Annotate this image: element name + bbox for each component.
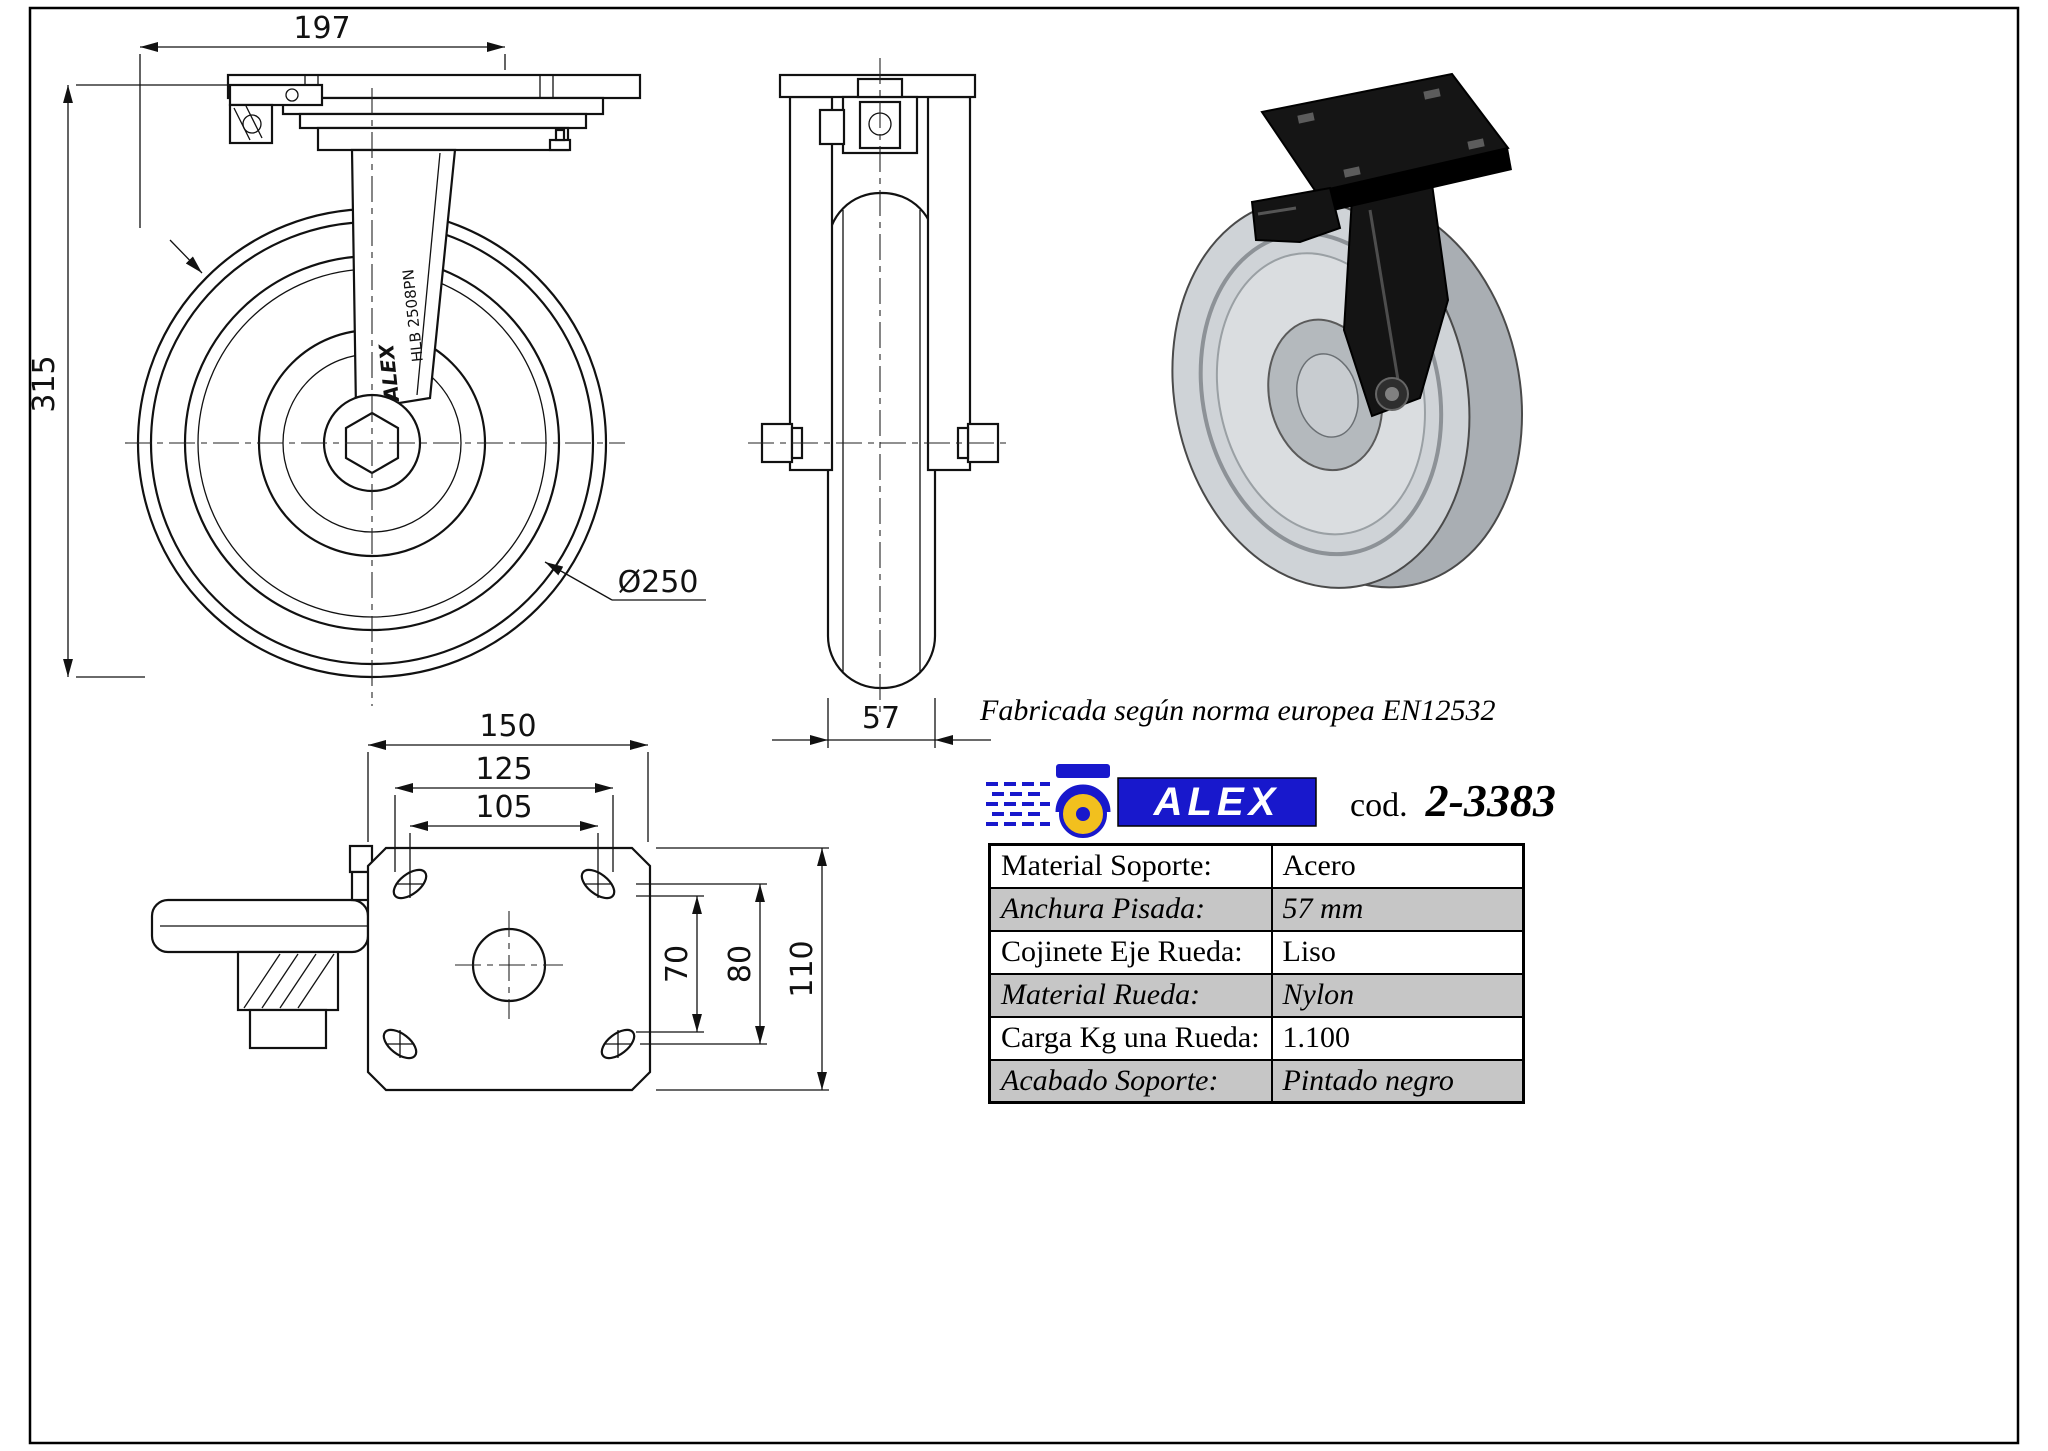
plate-view <box>150 844 652 1092</box>
spec-value: Pintado negro <box>1270 1058 1525 1104</box>
sheet-border <box>28 6 2020 1445</box>
spec-label: Acabado Soporte: <box>988 1058 1273 1104</box>
spec-value: Nylon <box>1270 972 1525 1018</box>
brand-logo: ALEX <box>984 758 1334 844</box>
dim-plate-height: 110 <box>785 940 820 997</box>
logo-brand-text: ALEX <box>1153 780 1281 824</box>
dim-overall-width: 197 <box>293 11 350 46</box>
dim-bolt-span-inner: 105 <box>475 790 532 825</box>
spec-label: Anchura Pisada: <box>988 886 1273 932</box>
dim-overall-height: 315 <box>27 355 62 412</box>
spec-row: Material Soporte:Acero <box>988 843 1525 889</box>
plate-view-dimensions: 150 125 105 70 80 110 <box>367 709 829 1091</box>
front-view-dimensions: 197 315 Ø250 <box>27 11 706 678</box>
spec-label: Cojinete Eje Rueda: <box>988 929 1273 975</box>
dim-bolt-span-v-inner: 70 <box>660 945 695 983</box>
spec-row: Anchura Pisada:57 mm <box>988 886 1525 932</box>
front-view: HLB 2508PN ALEX <box>125 73 642 706</box>
speed-lines-icon <box>986 782 1050 826</box>
caster-wheel-icon <box>1055 764 1111 838</box>
bolt-slots <box>382 868 636 1060</box>
side-view-dimensions: 57 <box>772 698 991 748</box>
brake-lever-front <box>228 83 324 145</box>
spec-value: Acero <box>1270 843 1525 889</box>
logo-box <box>1117 777 1317 827</box>
spec-label: Material Soporte: <box>988 843 1273 889</box>
spec-label: Material Rueda: <box>988 972 1273 1018</box>
alex-logo-graphic: ALEX <box>986 764 1317 838</box>
spec-row: Cojinete Eje Rueda:Liso <box>988 929 1525 975</box>
spec-value: Liso <box>1270 929 1525 975</box>
dim-bolt-span-outer: 125 <box>475 752 532 787</box>
iso-view <box>1171 72 1524 589</box>
brake-lever-top <box>150 844 428 1050</box>
product-code: cod. 2-3383 <box>1350 774 1556 827</box>
spec-row: Carga Kg una Rueda:1.100 <box>988 1015 1525 1061</box>
spec-row: Material Rueda:Nylon <box>988 972 1525 1018</box>
standard-note: Fabricada según norma europea EN12532 <box>980 694 1496 727</box>
spec-value: 1.100 <box>1270 1015 1525 1061</box>
dim-tread-width: 57 <box>862 701 900 736</box>
spec-value: 57 mm <box>1270 886 1525 932</box>
dim-plate-width: 150 <box>479 709 536 744</box>
side-view <box>748 58 1012 712</box>
dim-wheel-diameter: Ø250 <box>618 565 699 600</box>
spec-label: Carga Kg una Rueda: <box>988 1015 1273 1061</box>
code-label: cod. <box>1350 787 1408 824</box>
spec-row: Acabado Soporte:Pintado negro <box>988 1058 1525 1104</box>
code-value: 2-3383 <box>1425 775 1556 826</box>
dim-bolt-span-v-outer: 80 <box>723 945 758 983</box>
